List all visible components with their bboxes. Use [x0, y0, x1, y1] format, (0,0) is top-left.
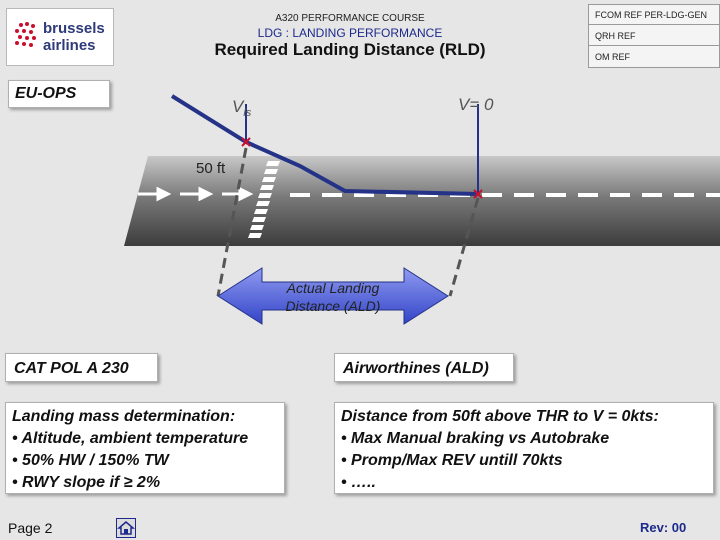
landing-diagram: Vls V= 0 50 ft Actual Landing Distance (…	[124, 94, 720, 325]
course-name: A320 PERFORMANCE COURSE	[275, 13, 425, 24]
right-bullet-1: • Max Manual braking vs Autobrake	[341, 430, 610, 447]
v0-label: V= 0	[458, 95, 494, 114]
ald-definition-heading: Distance from 50ft above THR to V = 0kts…	[341, 408, 659, 425]
logo-line1: brussels	[43, 20, 105, 37]
runway-centerline	[290, 193, 720, 197]
threshold-markings	[248, 161, 280, 238]
approach-arrows	[138, 186, 254, 202]
left-bullet-2: • 50% HW / 150% TW	[12, 452, 169, 469]
ald-end-projection	[448, 197, 480, 297]
landing-mass-heading: Landing mass determination:	[12, 408, 236, 425]
logo-mark-icon	[15, 22, 36, 47]
ald-label-line1: Actual Landing	[286, 280, 380, 296]
ald-label-line2: Distance (ALD)	[286, 298, 381, 314]
ald-definition-panel: Distance from 50ft above THR to V = 0kts…	[334, 402, 714, 494]
page-number: Page 2	[8, 520, 53, 536]
left-bullet-3: • RWY slope if ≥ 2%	[12, 474, 161, 491]
home-icon[interactable]	[116, 518, 136, 538]
height-50ft-label: 50 ft	[196, 160, 226, 177]
right-bullet-3: • …..	[341, 474, 376, 491]
cat-pol-label: CAT POL A 230	[5, 353, 158, 382]
section-subtitle: LDG : LANDING PERFORMANCE	[257, 26, 443, 40]
page-title: Required Landing Distance (RLD)	[214, 40, 486, 59]
logo-line2: airlines	[43, 37, 96, 54]
ald-start-projection	[216, 147, 248, 297]
left-bullet-1: • Altitude, ambient temperature	[12, 430, 249, 447]
right-bullet-2: • Promp/Max REV untill 70kts	[341, 452, 563, 469]
crosspoint-icon	[241, 137, 483, 199]
om-ref: OM REF	[595, 52, 630, 62]
fcom-ref: FCOM REF PER-LDG-GEN	[589, 5, 719, 25]
revision-label: Rev: 00	[640, 520, 687, 535]
vls-label: Vls	[232, 97, 252, 119]
eu-ops-label: EU-OPS	[8, 80, 110, 108]
flight-path	[170, 94, 479, 196]
logo: brussels airlines	[6, 8, 114, 66]
qrh-ref: QRH REF	[589, 26, 719, 46]
airworthiness-label: Airworthines (ALD)	[334, 353, 514, 382]
landing-mass-panel: Landing mass determination: • Altitude, …	[5, 402, 285, 494]
ald-double-arrow	[217, 267, 449, 325]
reference-box: FCOM REF PER-LDG-GEN QRH REF OM REF	[588, 4, 720, 68]
